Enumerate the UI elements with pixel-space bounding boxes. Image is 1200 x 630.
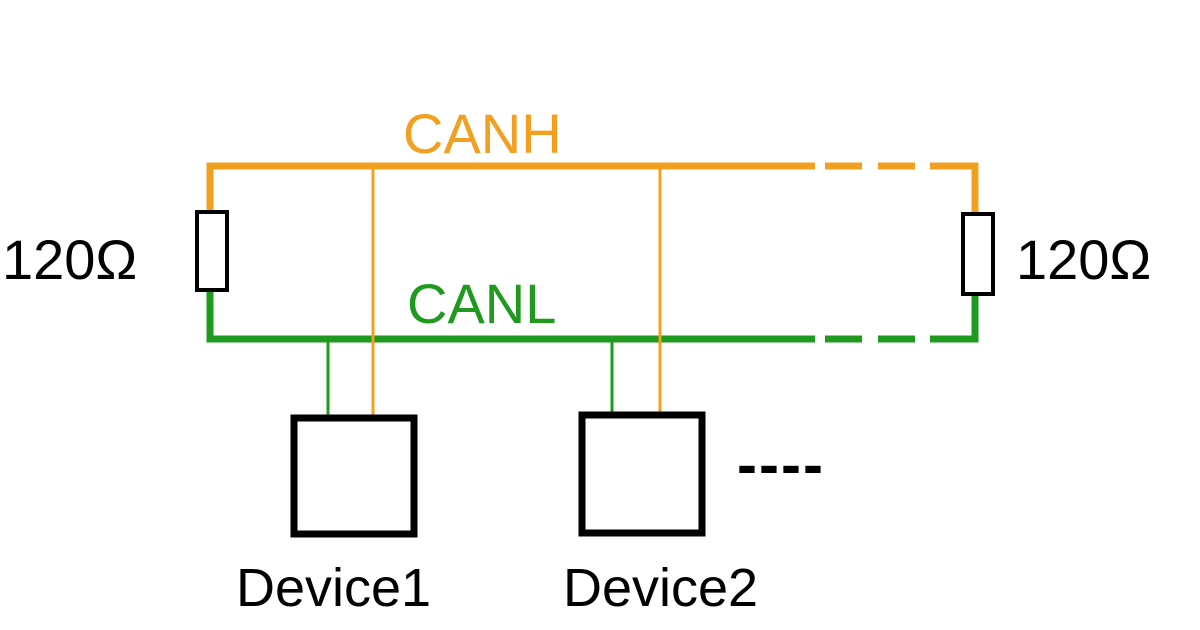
resistor-left-label: 120Ω	[2, 228, 137, 291]
resistor-left	[195, 210, 229, 292]
canl-label: CANL	[407, 272, 556, 335]
canl-right-segment	[930, 294, 979, 343]
device1-label: Device1	[236, 558, 431, 618]
continuation-dashes: ----	[737, 431, 825, 498]
canl-main-segment	[206, 290, 815, 343]
device1-box	[290, 414, 418, 538]
device-stubs	[326, 168, 662, 416]
canh-main-segment	[206, 162, 815, 214]
canh-label: CANH	[403, 102, 562, 165]
canh-right-segment	[930, 162, 979, 214]
canl-line	[206, 290, 979, 343]
canh-line	[206, 162, 979, 214]
resistor-right	[961, 212, 995, 296]
resistor-right-label: 120Ω	[1016, 228, 1151, 291]
device2-box	[578, 411, 706, 537]
device2-label: Device2	[563, 558, 758, 618]
